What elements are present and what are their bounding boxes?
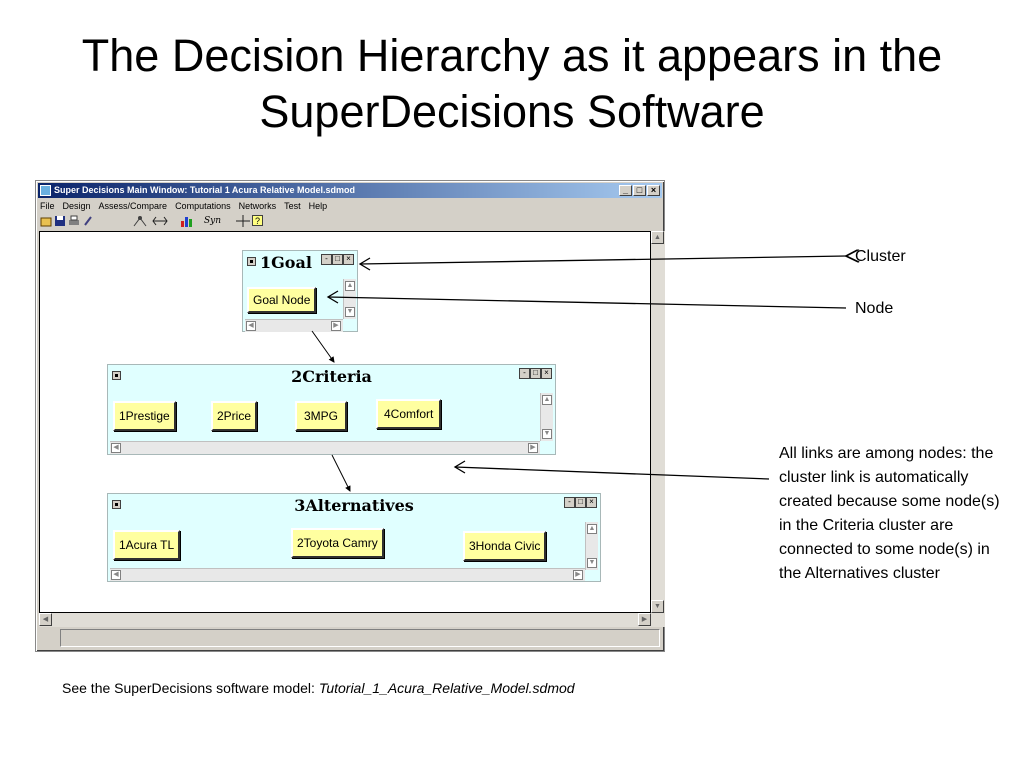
scroll-left-icon[interactable]: ◀ bbox=[39, 613, 52, 626]
menu-networks[interactable]: Networks bbox=[238, 201, 277, 211]
annotation-cluster: Cluster bbox=[855, 248, 906, 265]
cluster-alternatives-minimize-button[interactable]: - bbox=[564, 497, 575, 508]
window-maximize-button[interactable]: □ bbox=[633, 185, 646, 196]
node-label: 1Acura TL bbox=[119, 538, 175, 552]
cluster-alternatives-vscroll[interactable]: ▲ ▼ bbox=[585, 522, 598, 570]
cluster-goal-menu-icon[interactable] bbox=[247, 257, 256, 266]
scroll-right-icon[interactable]: ▶ bbox=[528, 443, 538, 453]
scroll-right-icon[interactable]: ▶ bbox=[573, 570, 583, 580]
window-minimize-button[interactable]: _ bbox=[619, 185, 632, 196]
cluster-goal-close-button[interactable]: × bbox=[343, 254, 354, 265]
toolbar: Syn ? bbox=[40, 214, 660, 229]
node-label: 4Comfort bbox=[384, 407, 434, 421]
scroll-down-icon[interactable]: ▼ bbox=[587, 558, 597, 568]
menu-assess-compare[interactable]: Assess/Compare bbox=[98, 201, 168, 211]
synthesize-button[interactable]: Syn bbox=[204, 216, 222, 226]
annotation-node: Node bbox=[855, 300, 894, 317]
node-honda-civic[interactable]: 3Honda Civic bbox=[463, 531, 547, 561]
cluster-alternatives[interactable]: 3Alternatives - □ × 1Acura TL 2Toyota Ca… bbox=[107, 493, 601, 582]
scroll-up-icon[interactable]: ▲ bbox=[542, 395, 552, 405]
print-icon[interactable] bbox=[68, 215, 80, 227]
cluster-goal-maximize-button[interactable]: □ bbox=[332, 254, 343, 265]
scroll-right-icon[interactable]: ▶ bbox=[331, 321, 341, 331]
scroll-left-icon[interactable]: ◀ bbox=[111, 570, 121, 580]
scroll-down-icon[interactable]: ▼ bbox=[651, 600, 664, 613]
scroll-up-icon[interactable]: ▲ bbox=[587, 524, 597, 534]
cluster-alternatives-maximize-button[interactable]: □ bbox=[575, 497, 586, 508]
menu-test[interactable]: Test bbox=[284, 201, 301, 211]
cluster-criteria-title: 2Criteria bbox=[291, 367, 372, 386]
node-label: 3MPG bbox=[304, 409, 339, 423]
cluster-criteria-hscroll[interactable]: ◀ ▶ bbox=[110, 441, 540, 454]
network-icon[interactable] bbox=[132, 215, 148, 227]
scroll-right-icon[interactable]: ▶ bbox=[638, 613, 651, 626]
window-title: Super Decisions Main Window: Tutorial 1 … bbox=[54, 185, 355, 195]
paperclip-icon[interactable] bbox=[82, 215, 94, 227]
cluster-goal-title: 1Goal bbox=[260, 253, 312, 272]
menu-help[interactable]: Help bbox=[308, 201, 328, 211]
canvas-vertical-scrollbar[interactable]: ▲ ▼ bbox=[651, 231, 665, 613]
node-label: 2Toyota Camry bbox=[297, 536, 378, 550]
cluster-goal[interactable]: 1Goal - □ × Goal Node ▲ ▼ ◀ ▶ bbox=[242, 250, 358, 332]
menu-bar: File Design Assess/Compare Computations … bbox=[40, 199, 327, 213]
node-acura-tl[interactable]: 1Acura TL bbox=[113, 530, 181, 560]
node-goal-node[interactable]: Goal Node bbox=[247, 287, 317, 313]
model-canvas[interactable]: 1Goal - □ × Goal Node ▲ ▼ ◀ ▶ 2Criteria bbox=[39, 231, 651, 613]
cluster-goal-hscroll[interactable]: ◀ ▶ bbox=[245, 319, 343, 332]
window-close-button[interactable]: × bbox=[647, 185, 660, 196]
cluster-goal-minimize-button[interactable]: - bbox=[321, 254, 332, 265]
goal-to-criteria-link bbox=[311, 330, 335, 363]
scroll-down-icon[interactable]: ▼ bbox=[542, 429, 552, 439]
scroll-down-icon[interactable]: ▼ bbox=[345, 307, 355, 317]
menu-file[interactable]: File bbox=[40, 201, 55, 211]
node-prestige[interactable]: 1Prestige bbox=[113, 401, 176, 431]
superdecisions-window: Super Decisions Main Window: Tutorial 1 … bbox=[35, 180, 665, 652]
compare-icon[interactable] bbox=[152, 215, 168, 227]
cluster-criteria-close-button[interactable]: × bbox=[541, 368, 552, 379]
menu-design[interactable]: Design bbox=[62, 201, 91, 211]
node-label: 1Prestige bbox=[119, 409, 170, 423]
scroll-left-icon[interactable]: ◀ bbox=[111, 443, 121, 453]
app-icon bbox=[40, 185, 51, 196]
footer-prefix: See the SuperDecisions software model: bbox=[62, 680, 319, 696]
save-icon[interactable] bbox=[54, 215, 66, 227]
annotation-links: All links are among nodes: the cluster l… bbox=[779, 445, 1000, 582]
window-titlebar[interactable]: Super Decisions Main Window: Tutorial 1 … bbox=[38, 183, 662, 198]
cluster-criteria[interactable]: 2Criteria - □ × 1Prestige 2Price 3MPG 4C… bbox=[107, 364, 556, 455]
node-mpg[interactable]: 3MPG bbox=[295, 401, 348, 431]
cluster-alternatives-close-button[interactable]: × bbox=[586, 497, 597, 508]
help-question-icon[interactable]: ? bbox=[252, 215, 263, 226]
node-price[interactable]: 2Price bbox=[211, 401, 258, 431]
slide-title-line-2: SuperDecisions Software bbox=[259, 86, 765, 137]
cluster-alternatives-hscroll[interactable]: ◀ ▶ bbox=[110, 568, 585, 581]
cluster-alternatives-title: 3Alternatives bbox=[294, 496, 414, 515]
cluster-criteria-maximize-button[interactable]: □ bbox=[530, 368, 541, 379]
node-label: Goal Node bbox=[253, 293, 311, 307]
menu-computations[interactable]: Computations bbox=[175, 201, 231, 211]
canvas-horizontal-scrollbar[interactable]: ◀ ▶ bbox=[39, 613, 665, 627]
scroll-left-icon[interactable]: ◀ bbox=[246, 321, 256, 331]
cluster-criteria-minimize-button[interactable]: - bbox=[519, 368, 530, 379]
slide-title: The Decision Hierarchy as it appears in … bbox=[0, 28, 1024, 140]
crosshair-icon[interactable] bbox=[236, 215, 250, 227]
cluster-goal-vscroll[interactable]: ▲ ▼ bbox=[343, 279, 356, 319]
slide-footer: See the SuperDecisions software model: T… bbox=[62, 680, 575, 696]
cluster-criteria-menu-icon[interactable] bbox=[112, 371, 121, 380]
scroll-up-icon[interactable]: ▲ bbox=[345, 281, 355, 291]
scroll-up-icon[interactable]: ▲ bbox=[651, 231, 664, 244]
node-label: 2Price bbox=[217, 409, 252, 423]
node-label: 3Honda Civic bbox=[469, 539, 541, 553]
criteria-to-alternatives-link bbox=[331, 454, 351, 492]
slide-title-line-1: The Decision Hierarchy as it appears in … bbox=[81, 30, 943, 81]
open-folder-icon[interactable] bbox=[40, 215, 52, 227]
status-bar bbox=[60, 629, 660, 647]
footer-model-filename: Tutorial_1_Acura_Relative_Model.sdmod bbox=[318, 680, 575, 696]
cluster-alternatives-menu-icon[interactable] bbox=[112, 500, 121, 509]
node-comfort[interactable]: 4Comfort bbox=[376, 399, 442, 429]
cluster-criteria-vscroll[interactable]: ▲ ▼ bbox=[540, 393, 553, 441]
node-toyota-camry[interactable]: 2Toyota Camry bbox=[291, 528, 384, 558]
bar-chart-icon[interactable] bbox=[180, 215, 194, 227]
